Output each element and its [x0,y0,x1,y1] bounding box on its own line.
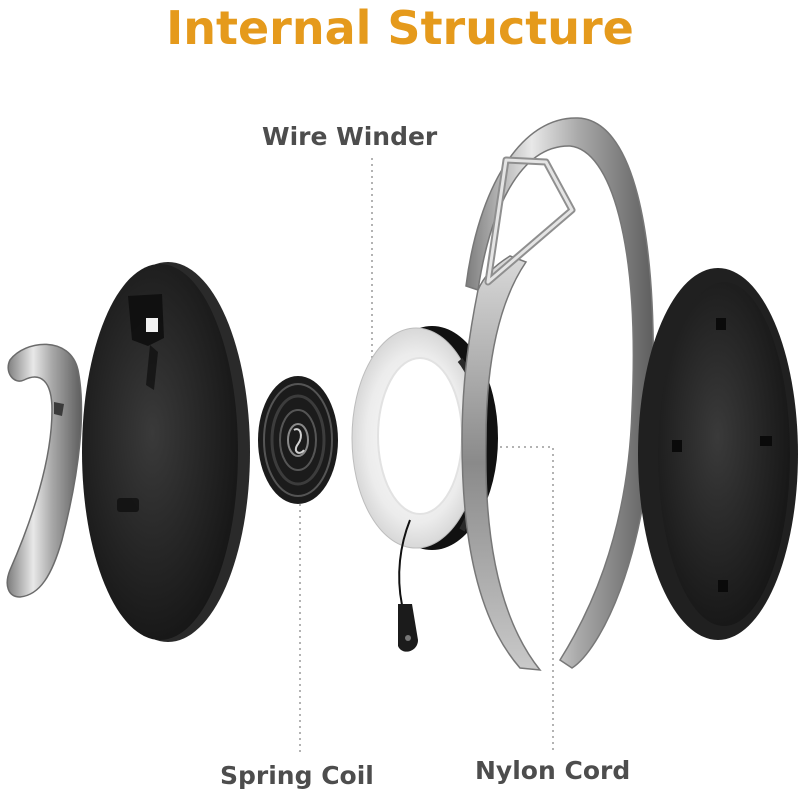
back-cover [82,262,250,642]
belt-clip [6,343,83,598]
spring-coil [258,376,338,504]
diagram-title: Internal Structure [166,1,634,55]
nylon-cord [398,519,418,652]
spring-coil-label: Spring Coil [220,761,374,790]
wire-winder-label: Wire Winder [262,122,438,151]
front-cover [638,268,798,640]
nylon-cord-label: Nylon Cord [475,756,631,785]
